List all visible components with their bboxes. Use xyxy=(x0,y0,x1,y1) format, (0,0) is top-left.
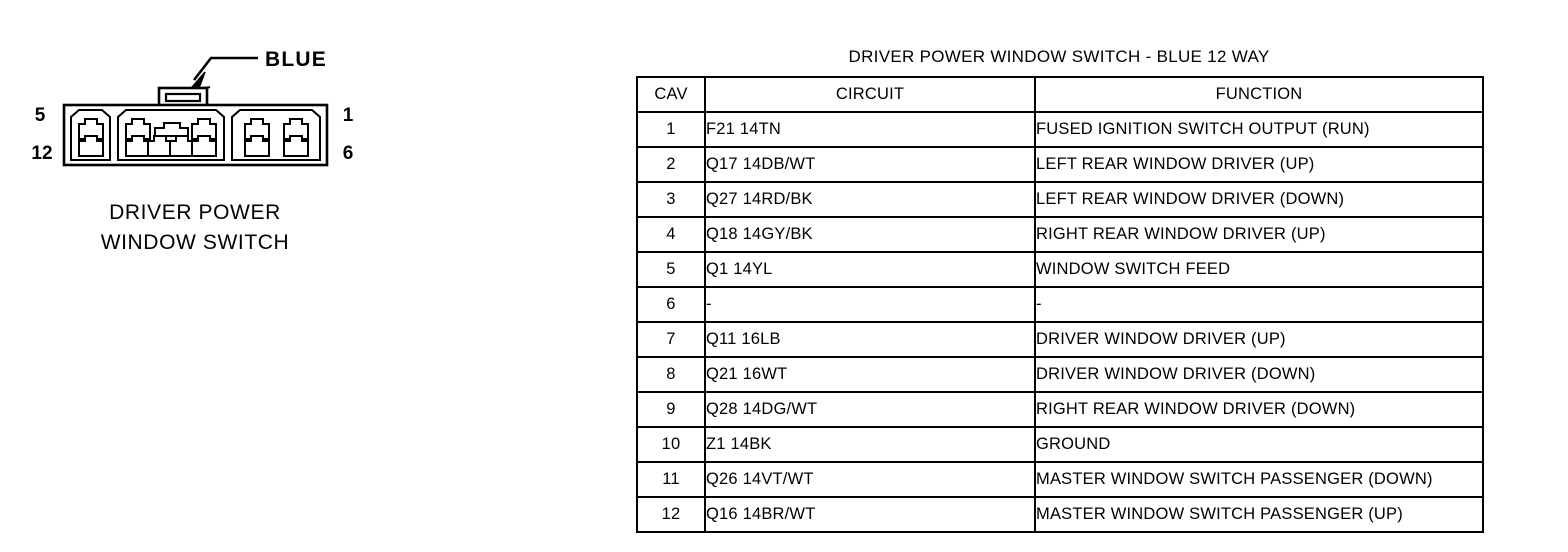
cavity xyxy=(78,135,104,157)
cell-function: MASTER WINDOW SWITCH PASSENGER (UP) xyxy=(1034,496,1484,533)
cell-circuit: Z1 14BK xyxy=(704,426,1036,463)
cavity xyxy=(125,118,151,140)
cavity xyxy=(244,135,270,157)
cell-cav: 12 xyxy=(636,496,706,533)
cell-function: DRIVER WINDOW DRIVER (DOWN) xyxy=(1034,356,1484,393)
cell-function: GROUND xyxy=(1034,426,1484,463)
cell-cav: 3 xyxy=(636,181,706,218)
cell-circuit: Q21 16WT xyxy=(704,356,1036,393)
cell-cav: 1 xyxy=(636,111,706,148)
cell-function: LEFT REAR WINDOW DRIVER (DOWN) xyxy=(1034,181,1484,218)
pin-label-bottom-left: 12 xyxy=(31,143,52,164)
pin-label-top-right: 1 xyxy=(343,105,354,126)
cavity-group-left xyxy=(70,109,111,161)
cavity xyxy=(191,135,217,157)
table-header-row: CAV CIRCUIT FUNCTION xyxy=(636,76,1484,113)
cavity xyxy=(283,118,309,140)
pin-label-top-left: 5 xyxy=(35,105,46,126)
cell-circuit: Q1 14YL xyxy=(704,251,1036,288)
keying-notch xyxy=(154,122,189,137)
cell-circuit: Q18 14GY/BK xyxy=(704,216,1036,253)
column-header-cav: CAV xyxy=(636,76,706,113)
cell-function: - xyxy=(1034,286,1484,323)
cell-circuit: Q16 14BR/WT xyxy=(704,496,1036,533)
cell-function: FUSED IGNITION SWITCH OUTPUT (RUN) xyxy=(1034,111,1484,148)
cell-cav: 9 xyxy=(636,391,706,428)
cavity xyxy=(191,118,217,140)
cavity-group-right xyxy=(231,109,321,161)
cell-function: WINDOW SWITCH FEED xyxy=(1034,251,1484,288)
cell-circuit: F21 14TN xyxy=(704,111,1036,148)
cell-cav: 6 xyxy=(636,286,706,323)
cell-circuit: Q28 14DG/WT xyxy=(704,391,1036,428)
cell-cav: 10 xyxy=(636,426,706,463)
table-row: 6-- xyxy=(636,286,1484,323)
pinout-table-panel: DRIVER POWER WINDOW SWITCH - BLUE 12 WAY… xyxy=(636,46,1484,533)
cavity-group-center xyxy=(117,109,225,161)
column-header-function: FUNCTION xyxy=(1034,76,1484,113)
cell-function: DRIVER WINDOW DRIVER (UP) xyxy=(1034,321,1484,358)
cell-cav: 11 xyxy=(636,461,706,498)
pin-label-bottom-right: 6 xyxy=(343,143,354,164)
blue-callout-label: BLUE xyxy=(265,48,327,71)
cell-circuit: Q11 16LB xyxy=(704,321,1036,358)
cavity xyxy=(283,135,309,157)
cell-function: MASTER WINDOW SWITCH PASSENGER (DOWN) xyxy=(1034,461,1484,498)
connector-caption-line-2: WINDOW SWITCH xyxy=(100,231,290,254)
connector-caption-line-1: DRIVER POWER xyxy=(109,201,281,224)
pinout-table-title: DRIVER POWER WINDOW SWITCH - BLUE 12 WAY xyxy=(848,47,1270,66)
cell-circuit: Q17 14DB/WT xyxy=(704,146,1036,183)
cell-circuit: Q26 14VT/WT xyxy=(704,461,1036,498)
cell-cav: 2 xyxy=(636,146,706,183)
cell-cav: 5 xyxy=(636,251,706,288)
cell-function: LEFT REAR WINDOW DRIVER (UP) xyxy=(1034,146,1484,183)
cell-function: RIGHT REAR WINDOW DRIVER (DOWN) xyxy=(1034,391,1484,428)
cell-function: RIGHT REAR WINDOW DRIVER (UP) xyxy=(1034,216,1484,253)
cell-cav: 8 xyxy=(636,356,706,393)
cavity xyxy=(244,118,270,140)
cavity xyxy=(78,118,104,140)
cell-circuit: Q27 14RD/BK xyxy=(704,181,1036,218)
cell-circuit: - xyxy=(704,286,1036,323)
cell-cav: 7 xyxy=(636,321,706,358)
column-header-circuit: CIRCUIT xyxy=(704,76,1036,113)
cell-cav: 4 xyxy=(636,216,706,253)
connector-face-drawing: BLUE 5 12 1 6 xyxy=(31,48,354,167)
connector-diagram-panel: BLUE 5 12 1 6 DRIVER POWER WINDOW SWITCH xyxy=(0,0,400,552)
